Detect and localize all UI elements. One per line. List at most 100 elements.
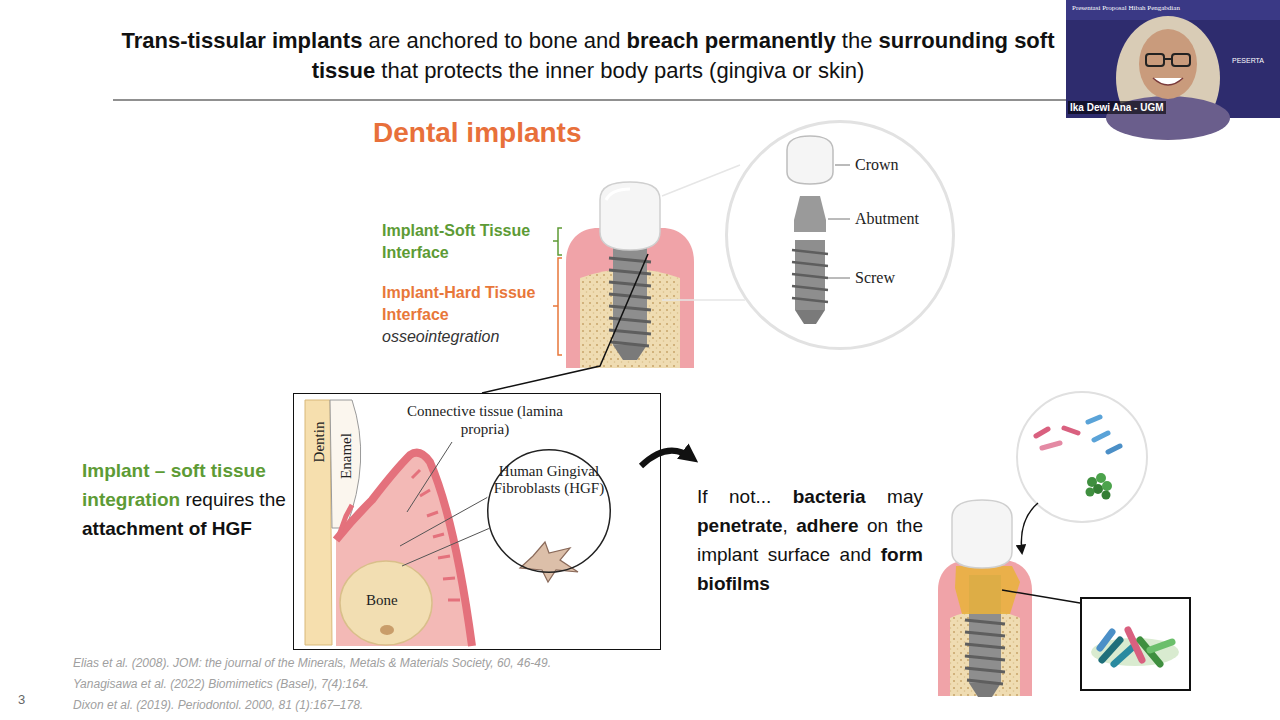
- curved-arrow: [641, 451, 692, 466]
- gingiva-cross-section: [330, 400, 361, 528]
- text-emphasis: breach permanently: [627, 28, 836, 53]
- interface-bracket: [553, 228, 562, 355]
- circle-outline: [727, 122, 954, 349]
- part-label: Crown: [855, 155, 899, 175]
- bacteria-circle: [1094, 433, 1108, 440]
- slide-number: 3: [18, 692, 25, 708]
- citation: Elias et al. (2008). JOM: the journal of…: [73, 655, 551, 671]
- infected-implant: [955, 566, 1020, 614]
- header-rule: [113, 99, 1066, 100]
- main-implant: [606, 189, 630, 200]
- bacteria-circle: [1088, 417, 1100, 422]
- gingiva-cross-section: [400, 497, 488, 546]
- bacteria-circle: [1093, 484, 1103, 494]
- interface-label: Implant-Hard Tissue Interface: [382, 282, 552, 326]
- gingiva-cross-section: [520, 542, 578, 582]
- tissue-label: Connective tissue (lamina propria): [406, 402, 564, 438]
- biofilm-box: [1100, 632, 1112, 648]
- infected-implant: [938, 560, 1032, 696]
- bacteria-circle: [1102, 481, 1112, 491]
- citation: Dixon et al. (2019). Periodontol. 2000, …: [73, 697, 363, 713]
- inset-box: Connective tissue (lamina propria) Dentin…: [293, 393, 661, 650]
- part-label: Abutment: [855, 209, 919, 229]
- interface-bracket: [553, 228, 562, 255]
- infected-implant: [969, 683, 1001, 697]
- webcam-feed: [1146, 54, 1164, 66]
- implant-parts: [787, 136, 833, 184]
- webcam-caption: Presentasi Proposal Hibah Pengabdian: [1072, 4, 1182, 13]
- infected-implant: [1002, 590, 1086, 604]
- implant-parts: [828, 219, 850, 220]
- infected-implant: [938, 500, 1086, 697]
- webcam-feed: [1153, 78, 1183, 85]
- webcam-feed: [1172, 54, 1190, 66]
- bacteria-circle: [1036, 429, 1048, 436]
- gingiva-cross-section: [336, 453, 472, 646]
- bacteria-circle: [1108, 446, 1120, 452]
- webcam-feed: [1139, 29, 1197, 99]
- curved-arrow: [641, 451, 692, 466]
- explanation-text: Implant – soft tissue integration requir…: [82, 456, 289, 543]
- implant-parts: [792, 250, 828, 302]
- text-emphasis: bacteria: [793, 486, 866, 507]
- bacteria-circle: [1017, 392, 1147, 522]
- participant-name: Ika Dewi Ana - UGM: [1068, 101, 1166, 114]
- interface-bracket: [553, 258, 562, 355]
- part-label: Screw: [855, 268, 895, 288]
- bacteria-circle: [1064, 428, 1078, 433]
- bacteria-circle: [1102, 491, 1111, 500]
- text-emphasis: Implant – soft tissue integration: [82, 460, 266, 510]
- main-implant: [566, 182, 694, 368]
- implant-parts: [725, 120, 955, 350]
- bacteria-circle: [1096, 473, 1106, 483]
- tissue-label: Bone: [366, 591, 398, 609]
- text-emphasis: penetrate: [697, 515, 783, 536]
- webcam-role: PESERTA: [1232, 56, 1264, 65]
- infected-implant: [965, 620, 1005, 684]
- bacteria-circle: [1017, 392, 1147, 553]
- implant-parts: [725, 120, 955, 350]
- circle-outline: [488, 450, 611, 573]
- text-emphasis: attachment of HGF: [82, 518, 252, 539]
- biofilm-box: [1114, 646, 1134, 664]
- gingiva-cross-section: [305, 400, 610, 646]
- biofilm-box: [1081, 598, 1190, 690]
- webcam-feed: [1066, 0, 1280, 140]
- infected-implant: [952, 500, 1012, 568]
- zoom-leader: [482, 254, 648, 393]
- cell-circle: Human Gingival Fibroblasts (HGF): [487, 449, 611, 573]
- interface-label: Implant-Soft Tissue Interface: [382, 220, 552, 264]
- section-heading: Dental implants: [373, 116, 581, 150]
- gingiva-cross-section: [407, 442, 452, 512]
- implant-parts: [828, 278, 850, 279]
- biofilm-box: [1150, 642, 1172, 650]
- header-rule: [113, 100, 1066, 101]
- cell-label: Human Gingival Fibroblasts (HGF): [492, 463, 606, 497]
- implant-parts: [795, 310, 825, 324]
- gingiva-cross-section: [402, 528, 490, 566]
- main-implant: [609, 258, 651, 346]
- text-emphasis: form biofilms: [697, 544, 923, 594]
- zoom-wedge: [662, 299, 745, 301]
- webcam-feed: [1164, 58, 1172, 60]
- bacteria-circle: [1086, 488, 1095, 497]
- slide-title: Trans-tissular implants are anchored to …: [113, 26, 1063, 86]
- citation: Yanagisawa et al. (2022) Biomimetics (Ba…: [73, 676, 369, 692]
- main-implant: [613, 345, 647, 360]
- gingiva-cross-section: [340, 561, 432, 645]
- implant-parts: [794, 196, 826, 232]
- interface-note: osseointegration: [382, 327, 499, 347]
- main-implant: [613, 240, 647, 345]
- zoom-wedge: [662, 165, 740, 196]
- gingiva-cross-section: [338, 505, 352, 538]
- circle-outline: [725, 120, 955, 350]
- bacteria-circle: [1042, 443, 1060, 448]
- gingiva-cross-section: [305, 400, 332, 645]
- text-emphasis: adhere: [796, 515, 858, 536]
- biofilm-box: [1081, 598, 1190, 690]
- zoom-leader: [482, 254, 648, 393]
- tissue-label: Dentin: [310, 422, 328, 463]
- text-emphasis: Trans-tissular implants: [122, 28, 363, 53]
- gingiva-cross-section: [336, 453, 472, 646]
